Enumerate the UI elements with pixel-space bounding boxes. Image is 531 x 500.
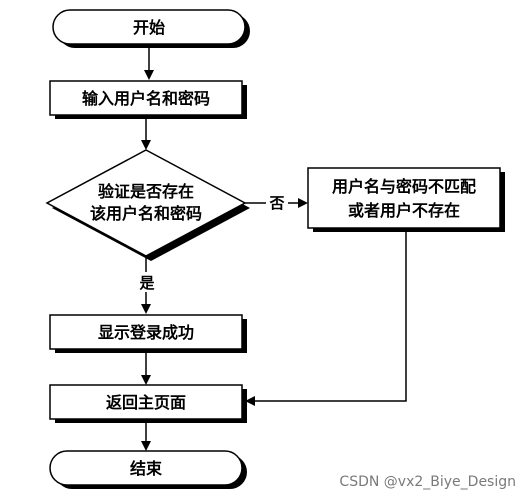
mismatch-error-label-line1: 用户名与密码不匹配 <box>332 177 476 196</box>
start-node-label: 开始 <box>133 18 165 37</box>
input-credentials-label: 输入用户名和密码 <box>82 89 210 108</box>
start-node: 开始 <box>52 9 250 48</box>
end-node: 结束 <box>49 450 247 489</box>
mismatch-error-label-line2: 或者用户不存在 <box>348 201 460 220</box>
login-success-node: 显示登录成功 <box>49 314 247 353</box>
return-home-label: 返回主页面 <box>106 393 186 412</box>
input-credentials-node: 输入用户名和密码 <box>49 80 247 119</box>
verify-decision-node: 验证是否存在 该用户名和密码 <box>45 149 250 261</box>
yes-branch-label: 是 <box>138 274 155 292</box>
return-home-node: 返回主页面 <box>49 384 247 423</box>
edge-start-to-input <box>144 44 154 80</box>
edge-verify-to-mismatch: 否 <box>245 192 308 212</box>
verify-decision-label-line1: 验证是否存在 <box>98 182 194 201</box>
edge-mismatch-to-home <box>245 228 407 406</box>
end-node-label: 结束 <box>129 459 163 478</box>
edge-verify-to-success: 是 <box>136 256 158 314</box>
login-success-label: 显示登录成功 <box>98 323 194 342</box>
no-branch-label: 否 <box>268 194 284 212</box>
mismatch-error-node: 用户名与密码不匹配 或者用户不存在 <box>307 167 505 232</box>
edge-success-to-home <box>141 349 151 385</box>
csdn-watermark: CSDN @vx2_Biye_Design <box>339 474 516 490</box>
edge-home-to-end <box>141 419 151 451</box>
verify-decision-label-line2: 该用户名和密码 <box>90 204 202 223</box>
edge-input-to-verify <box>141 115 151 150</box>
